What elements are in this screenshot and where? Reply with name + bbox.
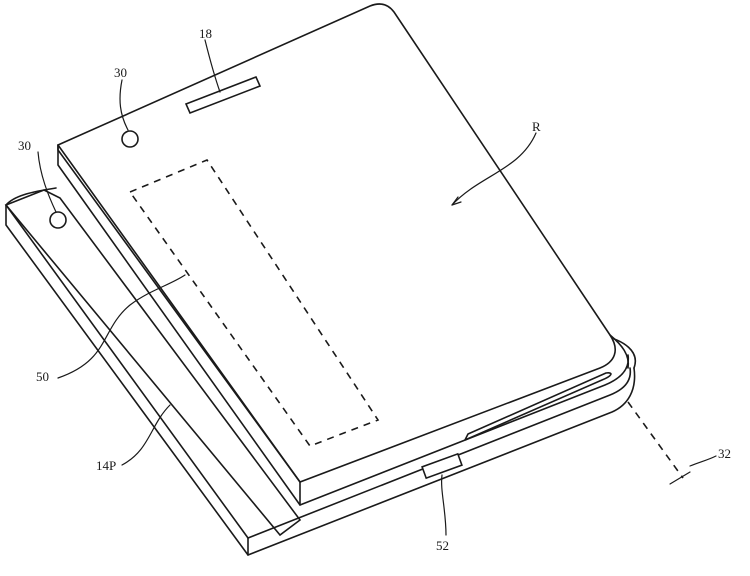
upper-housing: [57, 3, 630, 506]
leader-52: [440, 474, 447, 536]
leader-14P: [121, 404, 171, 466]
leader-30-top: [119, 79, 129, 131]
label-port: 52: [436, 538, 449, 553]
hinge-axis: [627, 401, 691, 485]
leader-R: [451, 132, 537, 206]
label-dashed-area: 50: [36, 369, 49, 384]
leader-30-bottom: [37, 151, 57, 213]
leader-18: [204, 39, 221, 93]
label-region: R: [532, 119, 541, 134]
leader-R-arrow: [451, 196, 462, 206]
bottom-housing: [4, 187, 637, 556]
label-hinge-axis: 32: [718, 446, 731, 461]
speaker-slot: [184, 75, 262, 115]
sensor-top-circle: [121, 130, 139, 148]
port-rect: [421, 452, 463, 480]
label-sensor-top: 30: [114, 65, 127, 80]
label-speaker: 18: [199, 26, 212, 41]
label-sensor-bottom: 30: [18, 138, 31, 153]
leader-50: [57, 274, 186, 379]
label-bottom-panel: 14P: [96, 458, 116, 473]
dashed-region: [128, 159, 380, 447]
sensor-bottom-circle: [49, 211, 67, 229]
leader-32: [689, 455, 717, 467]
